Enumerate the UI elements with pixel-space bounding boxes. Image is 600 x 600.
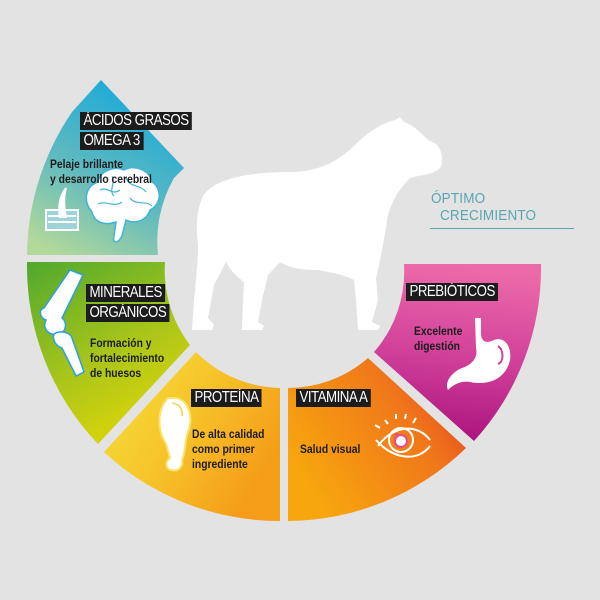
segment-desc-prebioticos-line2: digestión: [414, 341, 461, 353]
segment-desc-vitamina-a: Salud visual: [300, 444, 361, 456]
tagline-line1: ÓPTIMO: [431, 190, 486, 207]
segment-desc-acidos-line2: y desarrollo cerebral: [50, 174, 152, 186]
segment-title-acidos-line2: OMEGA 3: [80, 132, 144, 150]
segment-title-minerales-line2: ORGÁNICOS: [86, 304, 170, 322]
segment-title-prebioticos: PREBIÓTICOS: [406, 283, 499, 301]
segment-desc-minerales-line3: de huesos: [90, 368, 142, 380]
segment-desc-minerales-line2: fortalecimiento: [90, 353, 165, 365]
segment-desc-proteina-line3: ingrediente: [192, 459, 248, 471]
tagline-underline: [430, 228, 574, 229]
tagline-line2: CRECIMIENTO: [440, 207, 537, 224]
segment-desc-acidos-line1: Pelaje brillante: [50, 159, 124, 171]
stomach-icon: [446, 318, 511, 390]
segment-desc-proteina-line2: como primer: [192, 444, 255, 456]
dog-silhouette: [192, 117, 443, 330]
segment-title-vitamina-a: VITAMINA A: [296, 389, 371, 407]
segment-title-proteina: PROTEÍNA: [191, 389, 262, 407]
segment-title-minerales-line1: MINERALES: [86, 284, 166, 302]
drumstick-icon: [158, 397, 192, 472]
segment-desc-prebioticos-line1: Excelente: [414, 326, 463, 338]
segment-prebioticos: [374, 264, 542, 441]
segment-desc-proteina-line1: De alta calidad: [192, 429, 265, 441]
skin-hair-icon: [45, 187, 79, 231]
brain-icon: [85, 166, 160, 243]
eye-icon: [374, 413, 431, 458]
segment-desc-minerales-line1: Formación y: [90, 338, 152, 350]
segment-title-acidos-line1: ÁCIDOS GRASOS: [80, 112, 193, 130]
knee-bone-icon: [39, 269, 85, 378]
